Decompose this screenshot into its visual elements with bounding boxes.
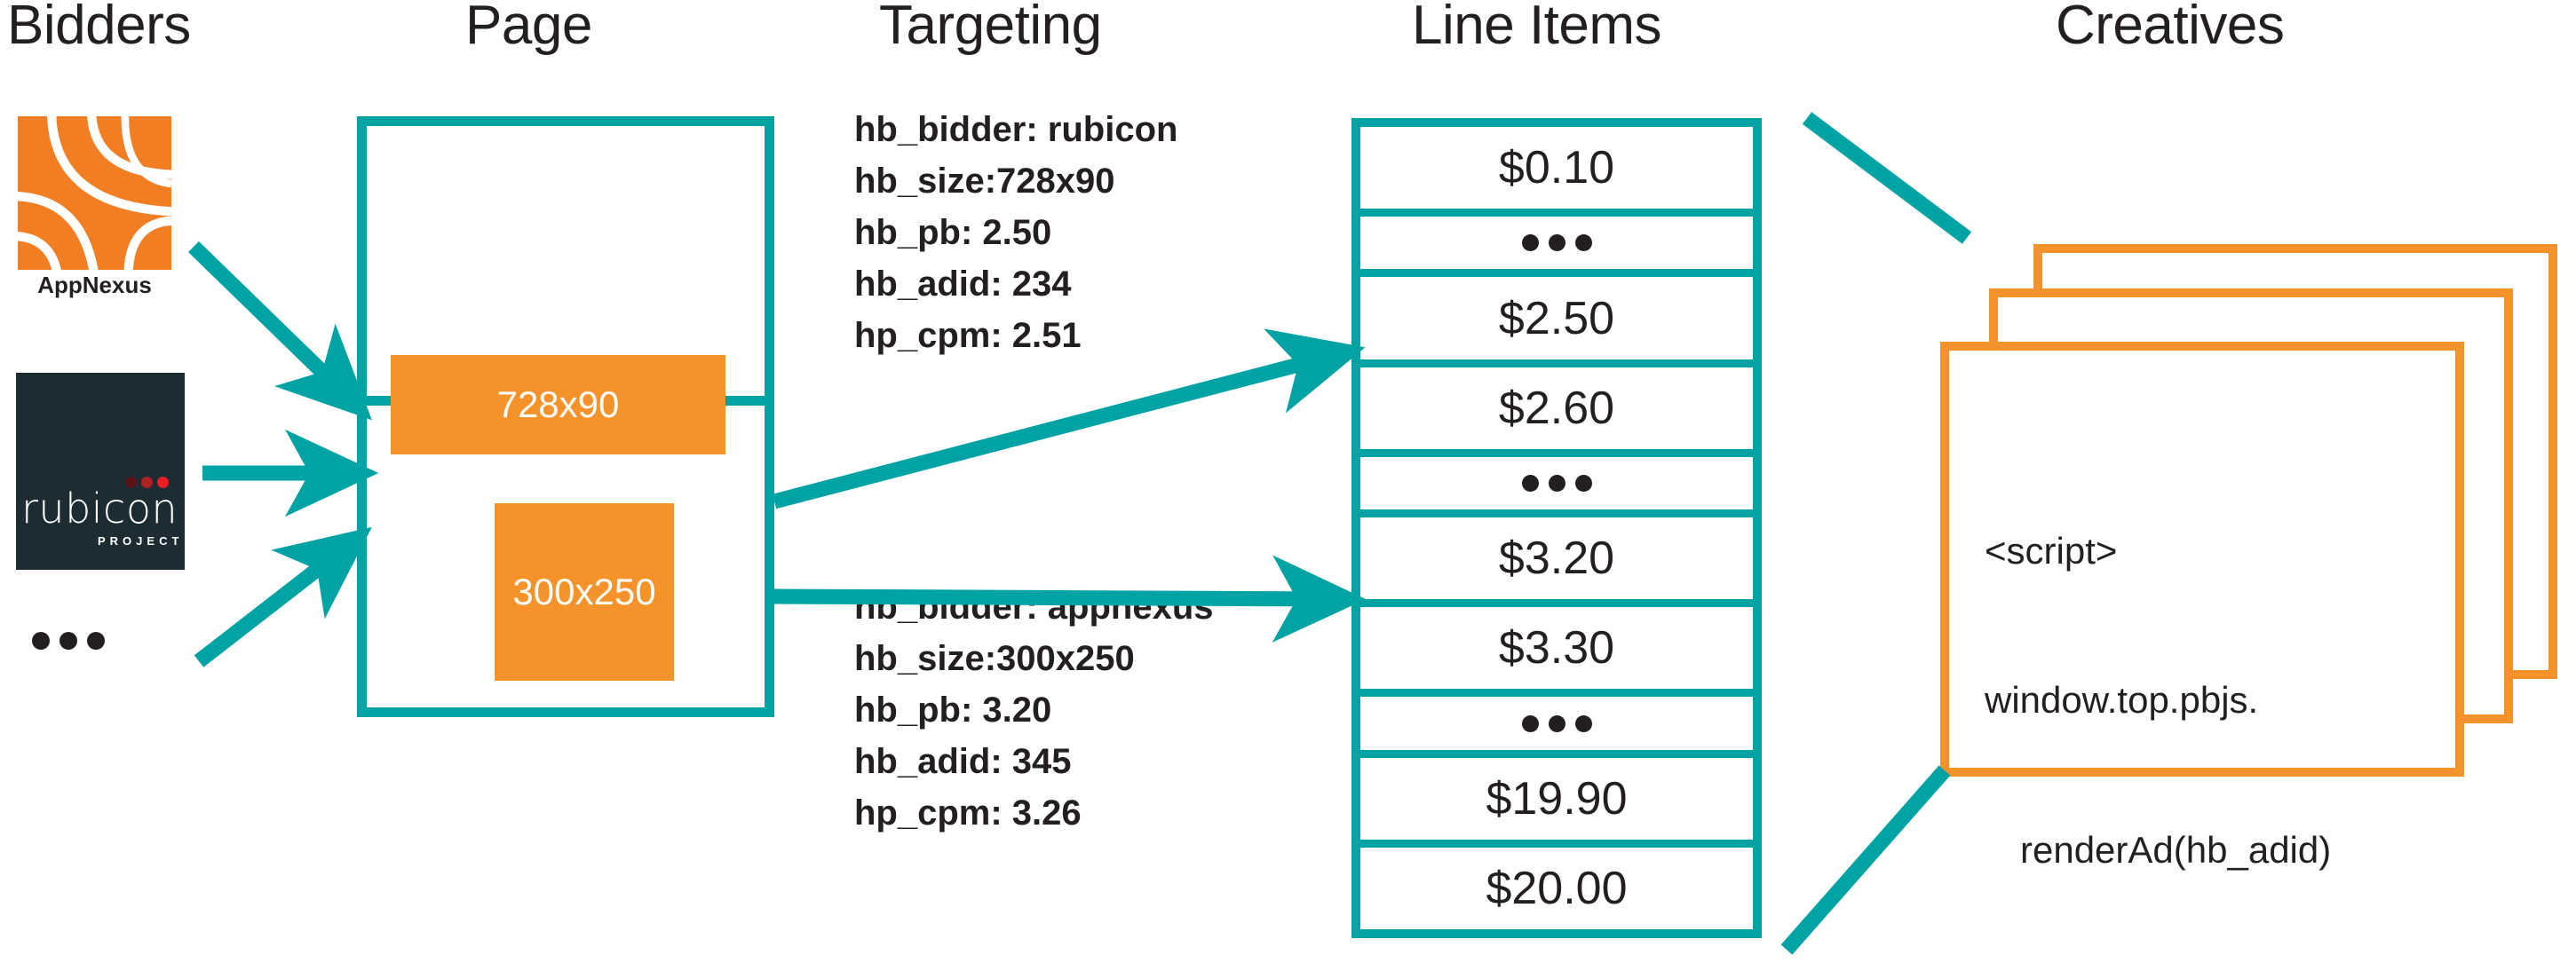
code-line: renderAd(hb_adid) — [2020, 829, 2332, 872]
arrow-more-bidders-to-page — [194, 526, 372, 667]
appnexus-logo-icon — [11, 109, 172, 277]
line-item-ellipsis — [1360, 217, 1753, 270]
line-item[interactable]: $19.90 — [1360, 757, 1753, 840]
rubicon-wordmark: rubicon — [21, 485, 178, 533]
connector-line-items-to-creatives-top — [1802, 112, 1972, 244]
code-line: window.top.pbjs. — [1985, 679, 2259, 722]
line-items-list: $0.10 $2.50 $2.60 $3.20 $3.30 $19.90 $20… — [1351, 118, 1762, 938]
heading-bidders: Bidders — [7, 0, 191, 56]
targeting-line: hb_bidder: appnexus — [854, 588, 1214, 627]
code-line: <script> — [1985, 529, 2118, 572]
targeting-line: hb_adid: 345 — [854, 742, 1072, 781]
targeting-line: hp_cpm: 3.26 — [854, 793, 1082, 833]
heading-page: Page — [465, 0, 592, 56]
rubicon-subtitle: PROJECT — [98, 534, 184, 548]
connector-line-items-to-creatives-bottom — [1780, 765, 1951, 955]
creative-code-snippet: <script> window.top.pbjs. renderAd(hb_ad… — [1985, 426, 2446, 963]
heading-line-items: Line Items — [1412, 0, 1662, 56]
targeting-block-appnexus: hb_bidder: appnexus hb_size:300x250 hb_p… — [854, 581, 1214, 839]
line-item[interactable]: $2.60 — [1360, 367, 1753, 449]
targeting-line: hb_pb: 2.50 — [854, 213, 1052, 252]
ad-slot-300x250[interactable]: 300x250 — [495, 503, 674, 681]
line-item[interactable]: $3.20 — [1360, 517, 1753, 600]
heading-creatives: Creatives — [2056, 0, 2285, 56]
appnexus-label: AppNexus — [37, 272, 152, 298]
targeting-line: hb_bidder: rubicon — [854, 110, 1178, 149]
line-item[interactable]: $3.30 — [1360, 607, 1753, 690]
rubicon-logo-icon: rubicon PROJECT — [16, 373, 185, 570]
line-item-ellipsis — [1360, 456, 1753, 510]
targeting-line: hb_size:300x250 — [854, 639, 1135, 678]
line-item[interactable]: $2.50 — [1360, 277, 1753, 359]
ad-slot-728x90[interactable]: 728x90 — [391, 355, 725, 454]
line-item-ellipsis — [1360, 697, 1753, 750]
targeting-line: hb_pb: 3.20 — [854, 691, 1052, 730]
targeting-line: hb_size:728x90 — [854, 162, 1115, 201]
arrow-page-to-line-item-250 — [772, 328, 1366, 509]
targeting-line: hp_cpm: 2.51 — [854, 316, 1082, 355]
creative-card-front — [1940, 342, 2464, 777]
arrow-appnexus-to-page — [188, 241, 372, 421]
targeting-line: hb_adid: 234 — [854, 264, 1072, 304]
targeting-block-rubicon: hb_bidder: rubicon hb_size:728x90 hb_pb:… — [854, 104, 1177, 361]
bidders-more-ellipsis-icon — [32, 632, 105, 650]
line-item[interactable]: $0.10 — [1360, 127, 1753, 209]
heading-targeting: Targeting — [879, 0, 1102, 56]
rubicon-dots-icon — [125, 477, 169, 488]
line-item[interactable]: $20.00 — [1360, 847, 1753, 930]
